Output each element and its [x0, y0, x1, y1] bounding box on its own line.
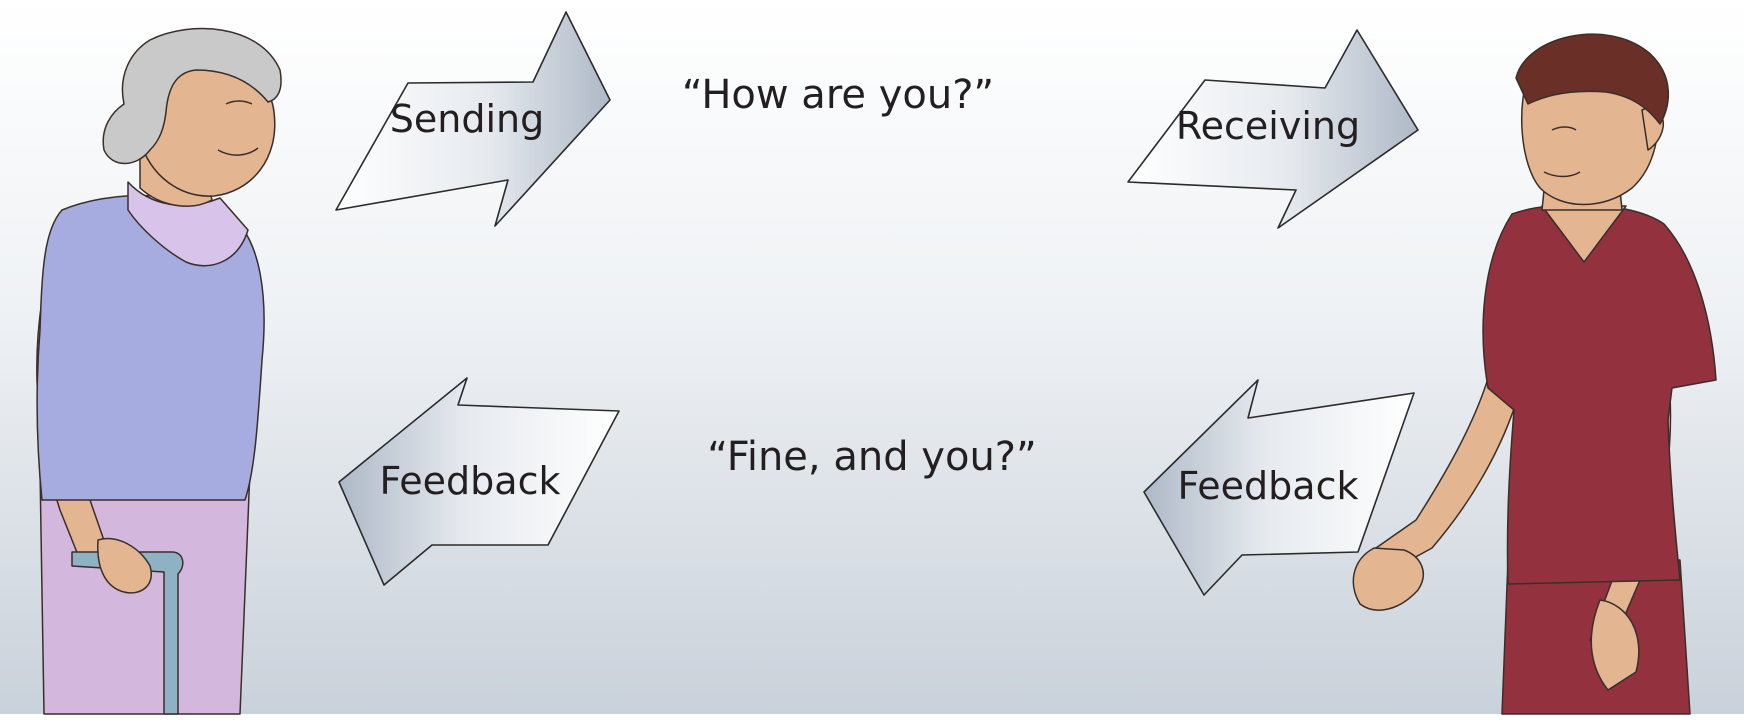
man-scrub-top	[1482, 203, 1717, 585]
arrow-feedback-left: Feedback	[338, 377, 620, 586]
woman-hand	[97, 537, 153, 594]
man-left-hand	[1352, 547, 1424, 611]
woman-cane	[71, 551, 184, 715]
woman-hair	[102, 27, 282, 165]
quote-fine-and-you: “Fine, and you?”	[707, 434, 1037, 480]
arrow-feedback-left-label: Feedback	[380, 459, 561, 503]
man-hair	[1515, 33, 1669, 125]
arrow-receiving: Receiving	[1127, 29, 1419, 229]
arrow-sending-label: Sending	[390, 97, 544, 141]
arrow-receiving-label: Receiving	[1176, 104, 1360, 148]
man-mouth	[1543, 171, 1581, 178]
woman-eye	[225, 100, 253, 105]
man-right-hand	[1590, 599, 1640, 691]
quote-how-are-you: “How are you?”	[682, 72, 994, 118]
woman-smile	[217, 147, 259, 156]
arrow-feedback-right-label: Feedback	[1178, 464, 1359, 508]
arrow-sending: Sending	[335, 11, 611, 227]
man-eye	[1551, 126, 1577, 131]
elderly-woman-figure	[36, 27, 282, 715]
young-man-figure	[1352, 33, 1717, 715]
arrow-feedback-right: Feedback	[1143, 379, 1415, 596]
